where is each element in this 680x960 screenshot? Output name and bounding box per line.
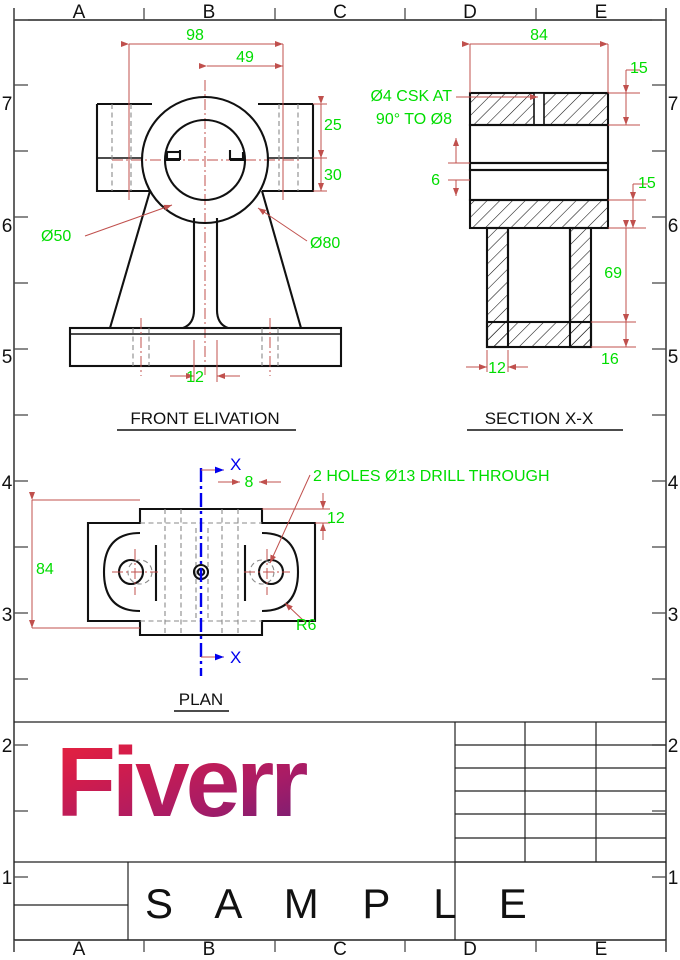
- dim-front-d80: Ø80: [310, 235, 340, 252]
- zone-bot-B: B: [203, 939, 216, 960]
- front-rib-right: [215, 218, 229, 329]
- dim-section-6: 6: [431, 172, 440, 189]
- plan-right-lobe: [261, 531, 300, 613]
- plan-view-title: PLAN: [179, 690, 223, 709]
- section-mid-body-upper: [468, 123, 610, 165]
- zone-right-7: 7: [668, 94, 679, 115]
- front-right-block: [262, 104, 315, 193]
- zone-top-D: D: [463, 2, 477, 23]
- zone-left-3: 3: [2, 605, 13, 626]
- zone-right-2: 2: [668, 736, 679, 757]
- front-dimensions: 98 49 25 30 Ø50 Ø80 12 FRONT ELIVATION: [41, 27, 342, 431]
- plan-left-lobe: [102, 531, 141, 613]
- zone-right-5: 5: [668, 347, 679, 368]
- zone-right-1: 1: [668, 868, 679, 889]
- zone-labels-bottom: A B C D E: [73, 939, 608, 960]
- section-lower-flange: [468, 198, 610, 230]
- dim-front-d50: Ø50: [41, 228, 71, 245]
- zone-top-E: E: [595, 2, 608, 23]
- front-base-plate: [68, 326, 343, 368]
- front-view-title: FRONT ELIVATION: [130, 409, 279, 428]
- front-left-taper: [108, 190, 152, 329]
- dim-section-16: 16: [601, 351, 619, 368]
- dim-plan-84: 84: [36, 561, 54, 578]
- dim-section-84: 84: [530, 27, 548, 44]
- note-csk-line1: Ø4 CSK AT: [370, 88, 452, 105]
- zone-top-C: C: [333, 2, 347, 23]
- sample-text: S A M P L E: [145, 880, 543, 927]
- plan-view: X X: [86, 455, 317, 676]
- front-right-taper: [260, 190, 303, 329]
- zone-right-4: 4: [668, 473, 679, 494]
- section-xx-view: [468, 91, 610, 349]
- zone-labels-left: 7 6 5 4 3 2 1: [2, 94, 13, 889]
- dim-front-25: 25: [324, 117, 342, 134]
- plan-section-mark-bottom: X: [230, 648, 241, 667]
- dim-front-98: 98: [186, 27, 204, 44]
- section-slot: [533, 92, 545, 126]
- front-left-block: [95, 104, 150, 193]
- zone-top-A: A: [73, 2, 86, 23]
- zone-bot-C: C: [333, 939, 347, 960]
- front-boss-outer-circle: [140, 95, 270, 225]
- dim-plan-12: 12: [327, 510, 345, 527]
- section-mid-rib: [468, 161, 610, 172]
- zone-right-6: 6: [668, 216, 679, 237]
- title-block: S A M P L E: [14, 721, 666, 940]
- front-elevation-view: [68, 80, 343, 376]
- dim-section-12: 12: [488, 360, 506, 377]
- section-base: [485, 320, 593, 349]
- plan-dimensions: 84 8 12 2 HOLES Ø13 DRILL THROUGH R6 PLA…: [29, 468, 550, 712]
- zone-bot-E: E: [595, 939, 608, 960]
- section-mid-body-lower: [468, 168, 610, 202]
- plan-section-mark-top: X: [230, 455, 241, 474]
- dim-front-49: 49: [236, 49, 254, 66]
- section-dimensions: 84 15 6 15 69 16 12 Ø4 CSK AT 90° TO: [370, 27, 656, 431]
- zone-labels-right: 7 6 5 4 3 2 1: [668, 94, 679, 889]
- dim-section-15-mid: 15: [638, 175, 656, 192]
- dim-section-69: 69: [604, 265, 622, 282]
- note-csk-line2: 90° TO Ø8: [376, 111, 452, 128]
- dim-section-15-top: 15: [630, 60, 648, 77]
- zone-bot-A: A: [73, 939, 86, 960]
- note-plan-holes: 2 HOLES Ø13 DRILL THROUGH: [313, 468, 550, 485]
- zone-left-5: 5: [2, 347, 13, 368]
- fiverr-logo: Fiverr: [56, 733, 416, 831]
- front-rib-left: [182, 218, 196, 329]
- zone-right-3: 3: [668, 605, 679, 626]
- zone-left-4: 4: [2, 473, 13, 494]
- dim-plan-r6: R6: [296, 617, 317, 634]
- section-view-title: SECTION X-X: [485, 409, 594, 428]
- dim-front-30: 30: [324, 167, 342, 184]
- zone-left-2: 2: [2, 736, 13, 757]
- zone-left-7: 7: [2, 94, 13, 115]
- dim-plan-8: 8: [245, 474, 254, 491]
- zone-top-B: B: [203, 2, 216, 23]
- zone-bot-D: D: [463, 939, 477, 960]
- zone-left-1: 1: [2, 868, 13, 889]
- zone-left-6: 6: [2, 216, 13, 237]
- sheet-frame: [13, 8, 667, 952]
- dim-front-12: 12: [186, 369, 204, 386]
- zone-labels-top: A B C D E: [73, 2, 608, 23]
